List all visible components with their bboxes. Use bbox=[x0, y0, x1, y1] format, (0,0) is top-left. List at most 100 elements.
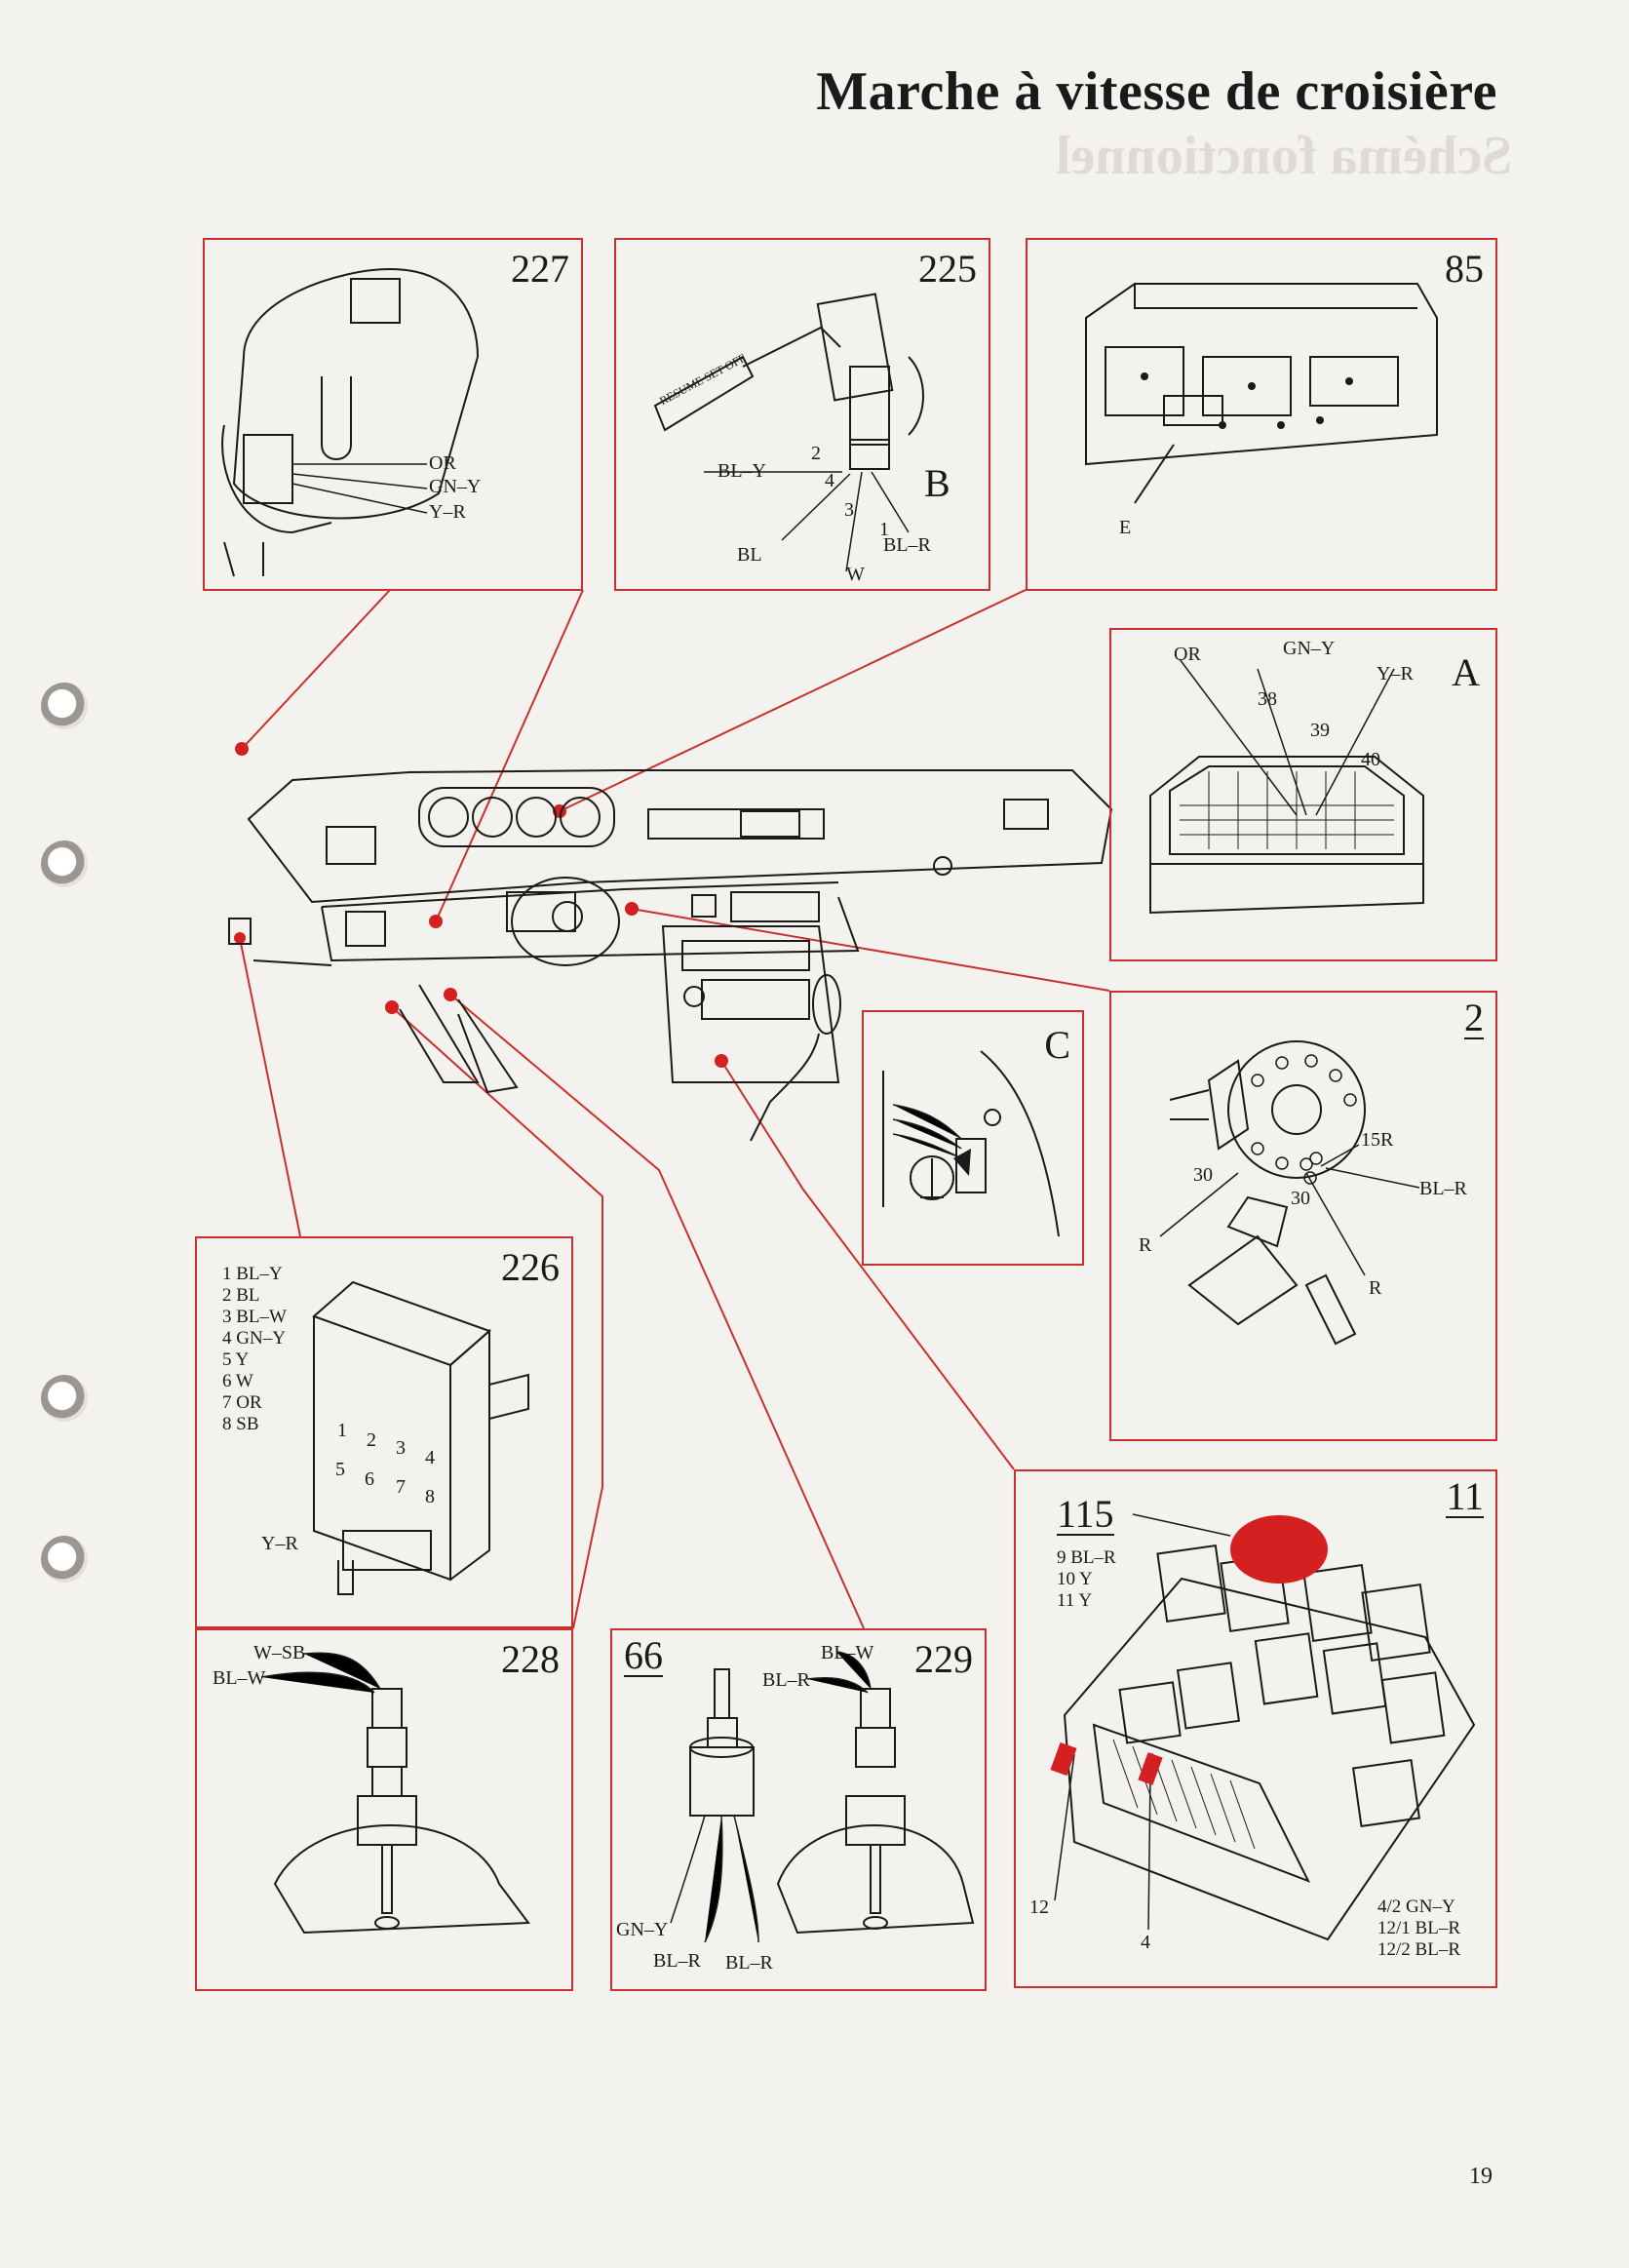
fuse-wire-list: 4/2 GN–Y 12/1 BL–R 12/2 BL–R bbox=[1377, 1897, 1460, 1961]
wire-label: BL–W bbox=[821, 1642, 874, 1663]
fuse-number: 4 bbox=[1141, 1932, 1150, 1953]
panel-85-instrument-cluster: 85 E bbox=[1026, 238, 1497, 591]
wire-label: Y–R bbox=[261, 1533, 298, 1554]
connector-letter: A bbox=[1452, 650, 1480, 694]
wire-label: BL–Y bbox=[718, 460, 766, 482]
relay-pin-row: 11 Y bbox=[1057, 1590, 1093, 1611]
pinout-row: 1 BL–Y bbox=[222, 1264, 283, 1284]
binder-hole bbox=[41, 841, 88, 887]
module-pin: 3 bbox=[396, 1437, 406, 1459]
panel-228-pedal-switch: 228 W–SB BL–W bbox=[195, 1628, 573, 1991]
pinout-list: 1 BL–Y 2 BL 3 BL–W 4 GN–Y 5 Y 6 W 7 OR 8… bbox=[222, 1264, 287, 1435]
module-pin: 1 bbox=[337, 1420, 347, 1441]
module-pin: 2 bbox=[367, 1429, 376, 1451]
wire-label: BL–R bbox=[762, 1669, 810, 1691]
panel-226-control-module: 226 1 BL–Y 2 BL 3 BL–W 4 GN–Y 5 Y 6 W 7 … bbox=[195, 1236, 573, 1628]
wire-label: BL–W bbox=[213, 1667, 266, 1689]
module-pin: 5 bbox=[335, 1459, 345, 1480]
connector-letter: B bbox=[924, 461, 950, 505]
ground-point-drawing bbox=[882, 1050, 1060, 1237]
component-number: 225 bbox=[918, 247, 977, 291]
panel-A-connector: A OR GN–Y Y–R 38 39 40 bbox=[1109, 628, 1497, 961]
fuse-12-highlight bbox=[1050, 1741, 1077, 1777]
pinout-row: 3 BL–W bbox=[222, 1307, 287, 1327]
component-number: 226 bbox=[501, 1245, 560, 1289]
component-number: 85 bbox=[1445, 247, 1484, 291]
pin-number: 39 bbox=[1310, 720, 1330, 741]
wire-label: Y–R bbox=[429, 501, 466, 523]
binder-hole bbox=[41, 1536, 88, 1583]
component-number-right: 229 bbox=[914, 1637, 973, 1681]
pinout-row: 8 SB bbox=[222, 1414, 259, 1434]
instrument-cluster-drawing bbox=[1085, 283, 1438, 504]
wire-label: OR bbox=[1174, 644, 1201, 665]
module-pin: 7 bbox=[396, 1476, 406, 1498]
connector-letter: E bbox=[1119, 517, 1132, 538]
brake-switches-drawing bbox=[670, 1651, 975, 1943]
pinout-row: 6 W bbox=[222, 1371, 253, 1391]
fuse-wire-row: 4/2 GN–Y bbox=[1377, 1897, 1455, 1917]
fuse-number: 12 bbox=[1029, 1897, 1049, 1918]
panel-227-steering-contact: 227 OR GN–Y Y–R bbox=[203, 238, 583, 591]
relay-box-drawing bbox=[1050, 1513, 1476, 1941]
terminal-label: 30 bbox=[1291, 1188, 1310, 1209]
panel-225-cruise-switch: 225 RESUME SET OFF B 2 4 3 1 BL–Y BL bbox=[614, 238, 990, 591]
component-number: 228 bbox=[501, 1637, 560, 1681]
pin-number: 4 bbox=[825, 470, 834, 491]
control-module-drawing bbox=[312, 1280, 529, 1595]
wire-label: W–SB bbox=[253, 1642, 306, 1663]
panel-C-ground-point: C bbox=[862, 1010, 1084, 1266]
wire-label: GN–Y bbox=[429, 476, 482, 497]
component-number: 227 bbox=[511, 247, 569, 291]
pin-number: 38 bbox=[1258, 688, 1277, 710]
binder-hole bbox=[41, 1375, 88, 1422]
fuse-wire-row: 12/1 BL–R bbox=[1377, 1918, 1460, 1938]
pin-number: 1 bbox=[879, 519, 889, 540]
relay-pin-list: 9 BL–R 10 Y 11 Y bbox=[1057, 1547, 1116, 1612]
panel-66-229-brake-switches: 66 229 BL–W BL– bbox=[610, 1628, 987, 1991]
fuse-wire-row: 12/2 BL–R bbox=[1377, 1939, 1460, 1960]
pedal-switch-drawing bbox=[260, 1652, 530, 1935]
component-number-left: 66 bbox=[624, 1633, 663, 1677]
pinout-row: 2 BL bbox=[222, 1285, 260, 1306]
module-pin: 4 bbox=[425, 1447, 435, 1468]
module-pin: 8 bbox=[425, 1486, 435, 1507]
relay-115-highlight bbox=[1230, 1515, 1328, 1584]
pin-number: 2 bbox=[811, 443, 821, 464]
wire-label: BL–R bbox=[883, 534, 931, 556]
wire-label: R bbox=[1369, 1277, 1382, 1299]
pinout-row: 4 GN–Y bbox=[222, 1328, 286, 1349]
wire-label: BL–R bbox=[653, 1950, 701, 1972]
module-pin: 6 bbox=[365, 1468, 374, 1490]
page-number: 19 bbox=[1469, 2164, 1493, 2189]
pin-number: 40 bbox=[1361, 749, 1380, 770]
ignition-switch-drawing bbox=[1159, 1040, 1420, 1346]
component-number: 2 bbox=[1464, 996, 1484, 1039]
page-title: Marche à vitesse de croisière bbox=[816, 61, 1497, 122]
steering-contact-drawing bbox=[221, 267, 479, 577]
panel-11-relay-fuse-box: 11 115 9 BL–R 10 Y 11 Y bbox=[1014, 1469, 1497, 1988]
cruise-switch-drawing bbox=[653, 293, 924, 572]
wire-label: OR bbox=[429, 452, 456, 474]
terminal-label: 30 bbox=[1193, 1164, 1213, 1186]
wire-label: R bbox=[1139, 1234, 1152, 1256]
relay-pin-row: 10 Y bbox=[1057, 1569, 1093, 1589]
relay-number: 115 bbox=[1057, 1492, 1114, 1536]
wire-label: W bbox=[846, 564, 865, 585]
wire-label: Y–R bbox=[1377, 663, 1414, 684]
pin-number: 3 bbox=[844, 499, 854, 521]
panel-2-ignition-switch: 2 15R bbox=[1109, 991, 1497, 1441]
connector-A-drawing bbox=[1149, 658, 1424, 915]
pinout-row: 5 Y bbox=[222, 1349, 250, 1370]
wire-label: BL–R bbox=[725, 1952, 773, 1974]
component-number: 11 bbox=[1446, 1474, 1484, 1518]
pinout-row: 7 OR bbox=[222, 1392, 262, 1413]
wire-label: BL bbox=[737, 544, 762, 566]
relay-pin-row: 9 BL–R bbox=[1057, 1547, 1116, 1568]
wire-label: GN–Y bbox=[1283, 638, 1336, 659]
fuse-4-highlight bbox=[1138, 1752, 1163, 1785]
connector-letter: C bbox=[1044, 1023, 1070, 1067]
wire-label: GN–Y bbox=[616, 1919, 669, 1940]
